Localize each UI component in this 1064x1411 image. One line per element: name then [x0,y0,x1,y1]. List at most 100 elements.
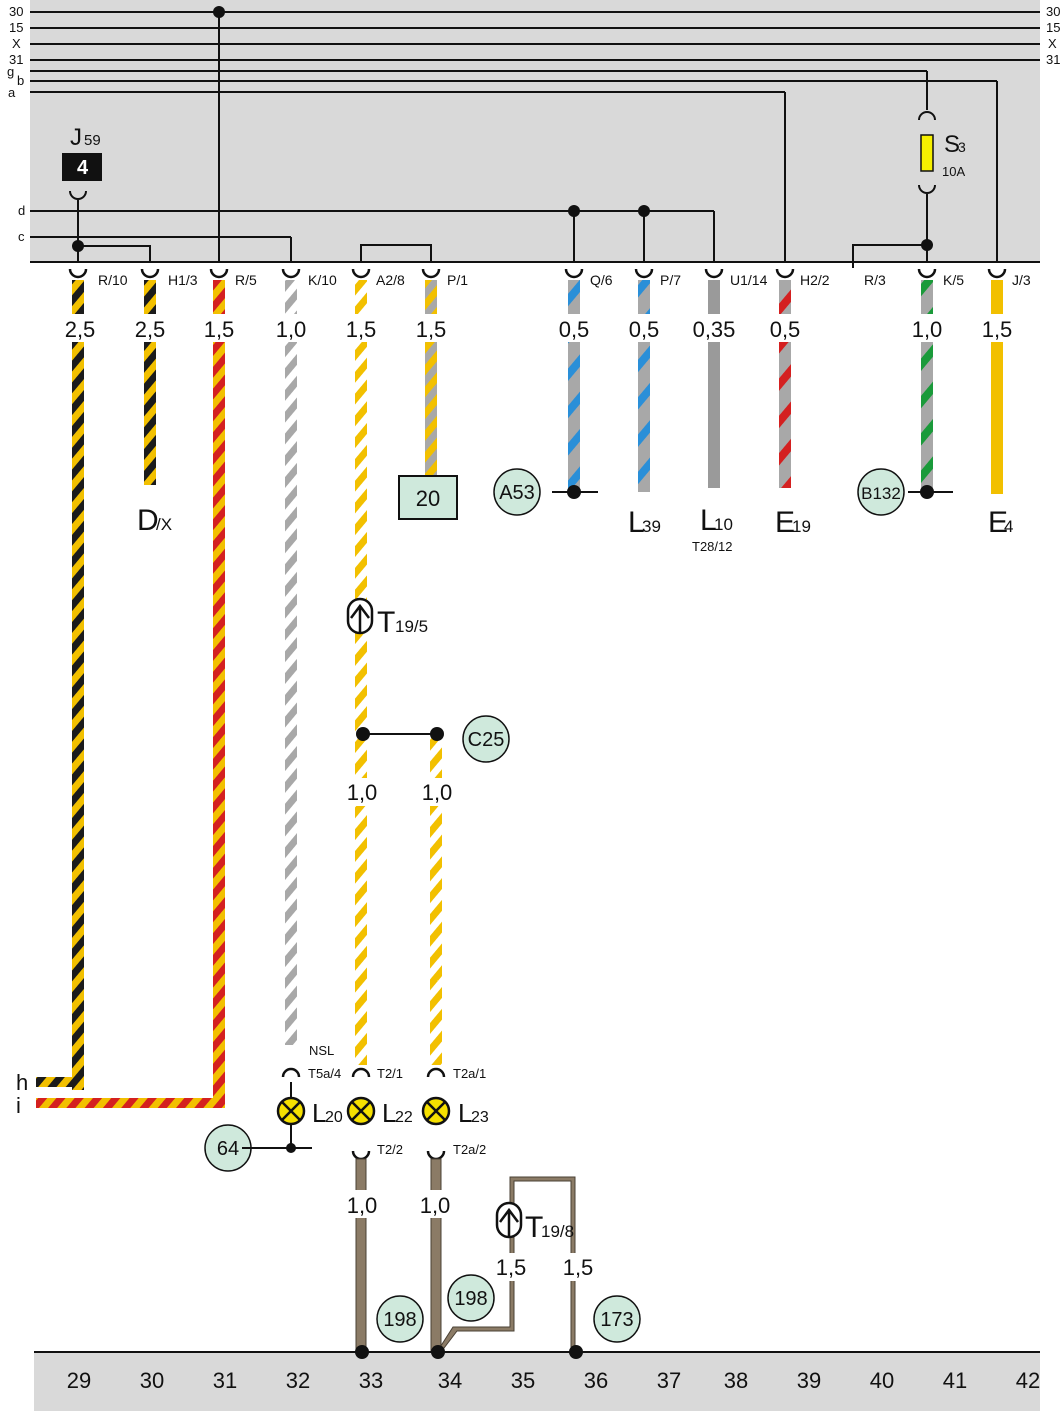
connector-t19-5-sub: 19/5 [395,617,428,636]
lamp-l23-name: L [458,1098,472,1128]
bus-label-31: 31 [9,52,23,67]
connector-labels: R/10 H1/3 R/5 K/10 A2/8 P/1 Q/6 P/7 U1/1… [98,272,1031,288]
lamp-conn-t2a2: T2a/2 [453,1142,486,1157]
wire-size-35: 0,5 [559,317,590,342]
wire-size-37: 0,35 [693,317,736,342]
ground-bus-dots [355,1345,583,1359]
bus-label-c: c [18,229,25,244]
c25-dot-right [430,727,444,741]
ground-a53 [493,468,541,516]
ground-198-a-label: 198 [383,1309,416,1331]
relay-j59-pin: 4 [77,157,89,179]
wire-32-grey-white [285,280,297,1045]
conn-label-k5: K/5 [943,272,964,288]
comp-l39-name: L [628,506,645,539]
ground-c25-label: C25 [468,729,505,751]
terminals-top [68,268,1007,279]
fuse-s3-terminal-bottom [918,184,936,194]
bus-labels-right: 30 15 X 31 [1046,4,1060,67]
wire-size-mid-33: 1,0 [347,780,378,805]
wire-37-grey [708,280,720,488]
relay-j59-terminal [69,190,87,200]
comp-e19-name: E [775,506,795,539]
bus-labels-left: 30 15 X 31 g b a d c [7,4,25,244]
bottom-numbers: 29 30 31 32 33 34 35 36 37 38 39 40 41 4… [67,1368,1040,1393]
lamp-conn-t5a4: T5a/4 [308,1066,341,1081]
conn-label-r5: R/5 [235,272,257,288]
c25-dot-left [356,727,370,741]
wire-sizes-top: 2,5 2,5 1,5 1,0 1,5 1,5 0,5 0,5 0,35 0,5… [58,314,1019,342]
conn-label-u114: U1/14 [730,272,768,288]
wire-40-grey-green [921,280,933,492]
bus-label-b: b [17,73,24,88]
lamp-l20 [276,1082,306,1148]
wire-size-lower-35: 1,5 [496,1255,527,1280]
edge-label-i: i [16,1093,21,1118]
comp-l10-sub: 10 [714,515,733,534]
comp-e4-sub: 4 [1004,517,1013,536]
wire-size-mid-34: 1,0 [422,780,453,805]
wire-29-black-yellow [72,280,84,1090]
conn-label-j3: J/3 [1012,272,1031,288]
conn-label-q6: Q/6 [590,272,613,288]
bottom-num-42: 42 [1016,1368,1040,1393]
wire-34-grey-yellow [425,280,437,475]
bottom-num-38: 38 [724,1368,748,1393]
bus-panel [30,0,1040,262]
wire-size-lower-34: 1,0 [420,1193,451,1218]
edge-label-h: h [16,1070,28,1095]
wire-size-41: 1,5 [982,317,1013,342]
ground-64-label: 64 [217,1138,239,1160]
bottom-num-36: 36 [584,1368,608,1393]
wire-size-32: 1,0 [276,317,307,342]
bottom-num-41: 41 [943,1368,967,1393]
relay-j59-block [62,153,102,181]
fuse-s3-body [920,134,934,172]
wire-size-40: 1,0 [912,317,943,342]
bus-label-d: d [18,203,25,218]
comp-d-name: D [137,504,159,537]
conn-label-k10: K/10 [308,272,337,288]
bus-label-right-x: X [1048,36,1057,51]
bus-label-15: 15 [9,20,23,35]
wires-top [72,280,1003,1098]
wire-41-yellow [991,280,1003,494]
bottom-num-37: 37 [657,1368,681,1393]
bottom-num-32: 32 [286,1368,310,1393]
lamp-connector-labels-bottom: T2/2 T2a/2 [377,1142,486,1157]
comp-d-sub: /X [156,515,172,534]
conn-label-r10: R/10 [98,272,128,288]
wire-c25-yellow-white [430,735,442,1065]
bottom-num-30: 30 [140,1368,164,1393]
ground-198-b-label: 198 [454,1288,487,1310]
comp-box-20 [398,475,458,520]
lamp-l20-sub: 20 [325,1109,343,1126]
bottom-num-39: 39 [797,1368,821,1393]
bottom-num-29: 29 [67,1368,91,1393]
wire-30-black-yellow [144,280,156,485]
wire-i-red-yellow [36,1098,225,1108]
comp-box-20-label: 20 [416,486,440,511]
relay-j59-sub: 59 [84,132,101,149]
b132-dot [920,485,934,499]
ground-198-a [376,1295,424,1343]
wire-33-yellow-white [355,280,367,1065]
bus-lines [30,11,1040,238]
ground-b132 [857,468,905,516]
fuse-s3-sub: 3 [958,139,966,155]
lamp-l23 [421,1096,451,1126]
connector-t19-5-name: T [377,606,395,639]
conn-label-h13: H1/3 [168,272,198,288]
wire-size-34: 1,5 [416,317,447,342]
lamp-l20-name: L [312,1098,326,1128]
bottom-num-40: 40 [870,1368,894,1393]
lamp-nsl-label: NSL [309,1043,334,1058]
wire-35-grey-blue [568,280,580,492]
bus-label-x: X [12,36,21,51]
wire-sizes-lower: 1,0 1,0 1,5 1,5 [341,1190,600,1281]
conn-label-h22: H2/2 [800,272,830,288]
ground-173 [593,1295,641,1343]
fuse-s3-rating: 10A [942,164,965,179]
